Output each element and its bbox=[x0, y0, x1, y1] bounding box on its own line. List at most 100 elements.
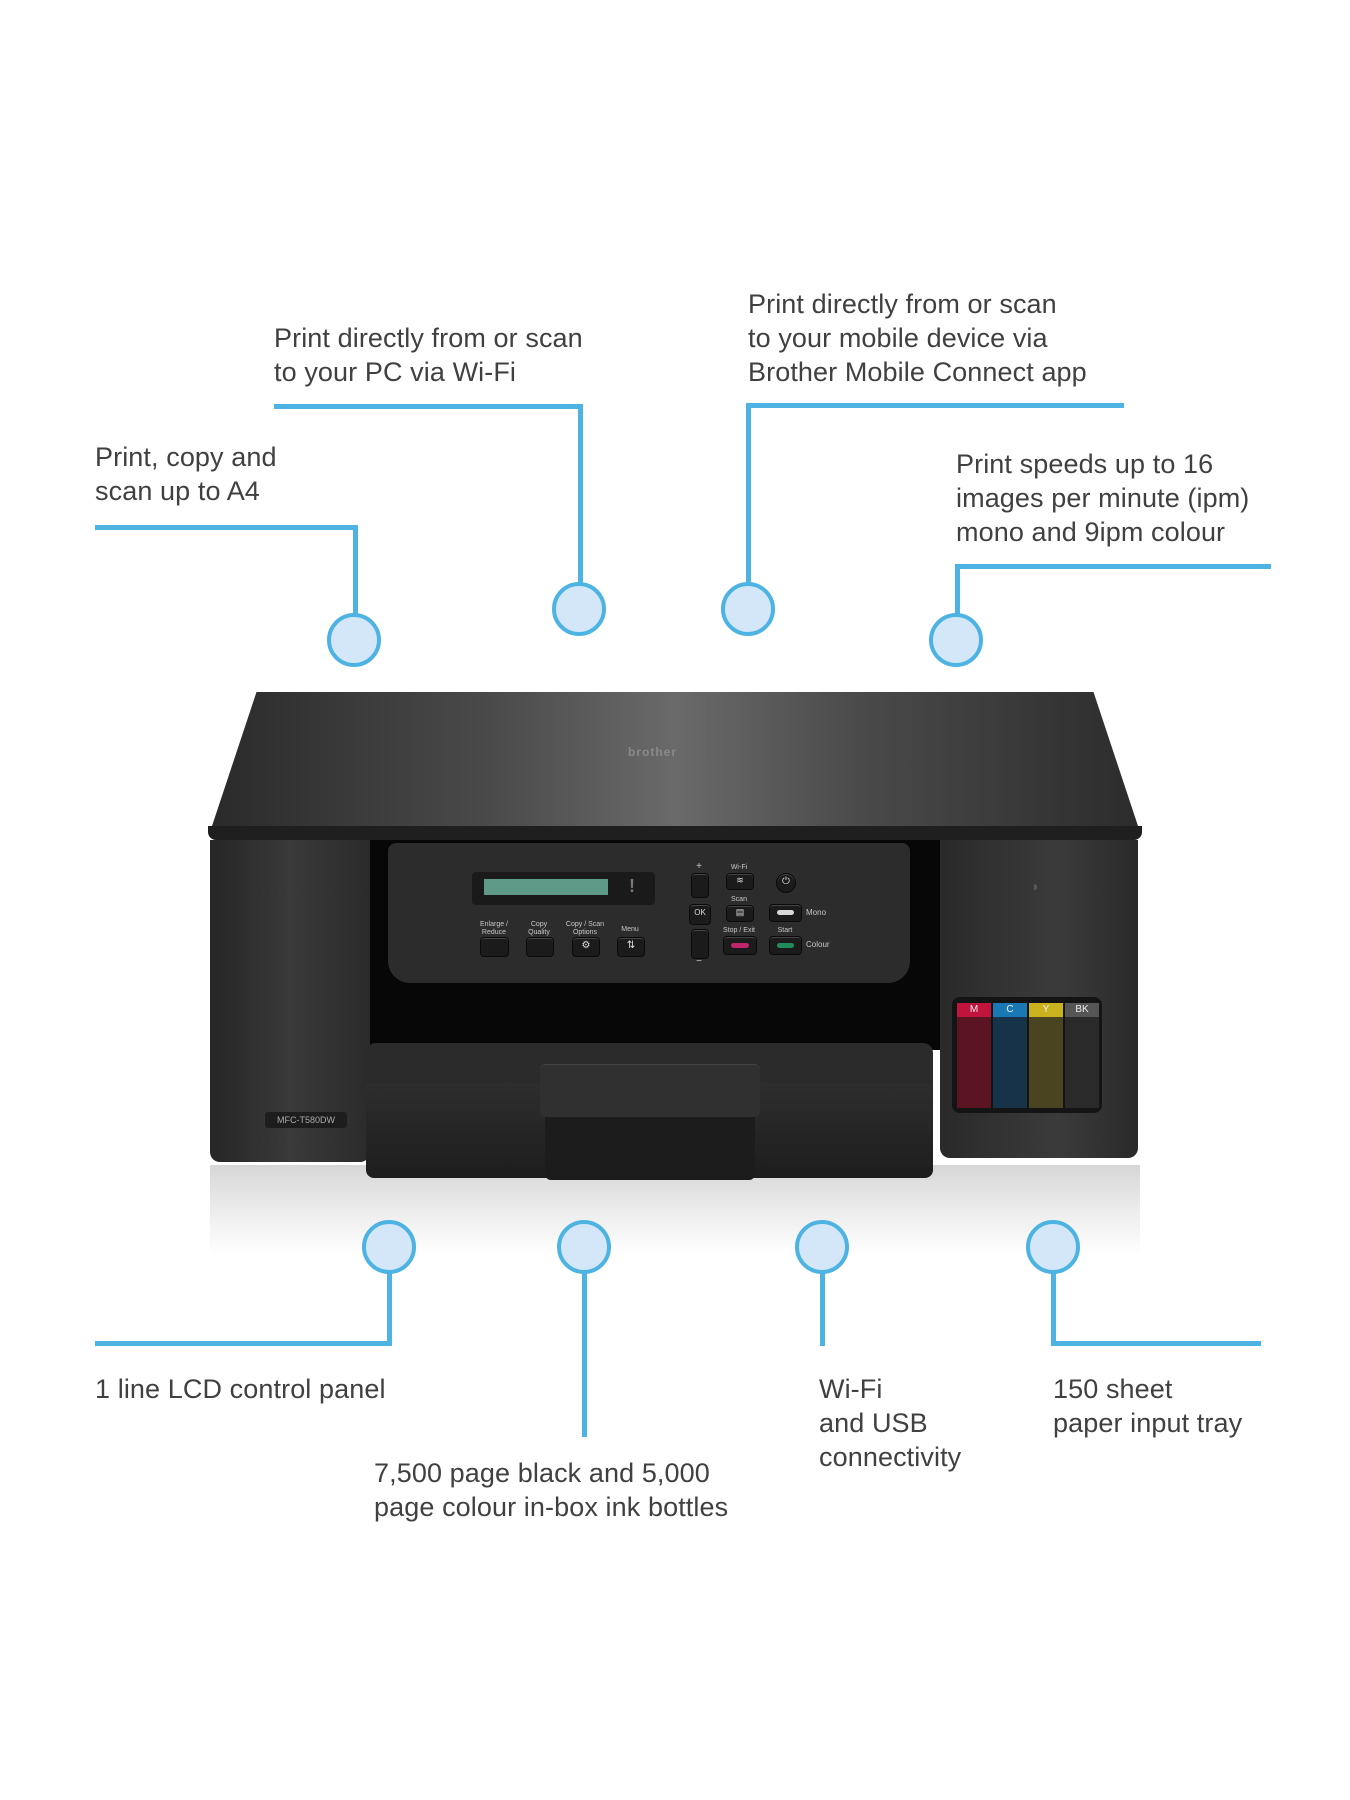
callout-ink: 7,500 page black and 5,000 page colour i… bbox=[374, 1456, 728, 1524]
callout-line: Wi-Fi bbox=[819, 1374, 883, 1404]
callout-line: 1 line LCD control panel bbox=[95, 1374, 386, 1404]
ink-drop-icon: ◑ bbox=[1030, 878, 1039, 894]
lcd-screen bbox=[484, 879, 608, 895]
stop-exit-button[interactable] bbox=[723, 936, 757, 955]
stop-led bbox=[731, 943, 749, 948]
warning-icon: ! bbox=[629, 876, 635, 896]
callout-a4: Print, copy and scan up to A4 bbox=[95, 440, 277, 508]
ink-label: M bbox=[957, 1003, 991, 1017]
connector-line bbox=[95, 525, 358, 530]
callout-dot bbox=[552, 582, 606, 636]
power-icon: ⏻ bbox=[782, 876, 790, 887]
callout-line: Print speeds up to 16 bbox=[956, 449, 1214, 479]
callout-line: images per minute (ipm) bbox=[956, 483, 1250, 513]
callout-mobile: Print directly from or scan to your mobi… bbox=[748, 287, 1087, 389]
stop-exit-label: Stop / Exit bbox=[723, 927, 755, 934]
connector-line bbox=[746, 403, 1124, 408]
connector-line bbox=[582, 1272, 587, 1437]
scan-button[interactable]: ▤ bbox=[726, 905, 754, 922]
ink-tank-cyan: C bbox=[993, 1003, 1027, 1108]
callout-dot bbox=[795, 1220, 849, 1274]
callout-line: to your mobile device via bbox=[748, 323, 1048, 353]
mono-start-button[interactable] bbox=[769, 904, 802, 922]
connector-line bbox=[1051, 1341, 1261, 1346]
ink-tank-magenta: M bbox=[957, 1003, 991, 1108]
printer-left-body bbox=[210, 840, 370, 1162]
callout-tray: 150 sheet paper input tray bbox=[1053, 1372, 1242, 1440]
copy-quality-button[interactable] bbox=[526, 937, 554, 957]
ink-tank-yellow: Y bbox=[1029, 1003, 1063, 1108]
callout-line: to your PC via Wi-Fi bbox=[274, 357, 517, 387]
connector-line bbox=[578, 404, 583, 584]
connector-line bbox=[353, 525, 358, 615]
minus-label: − bbox=[696, 956, 702, 967]
callout-dot bbox=[721, 582, 775, 636]
menu-label: Menu bbox=[621, 926, 639, 933]
colour-led bbox=[777, 943, 794, 948]
wifi-label: Wi-Fi bbox=[730, 864, 748, 871]
ok-button[interactable]: OK bbox=[689, 904, 711, 925]
scanner-icon: ▤ bbox=[735, 907, 745, 917]
mono-label: Mono bbox=[806, 908, 827, 917]
wifi-button[interactable]: ≋ bbox=[726, 873, 754, 890]
callout-lcd: 1 line LCD control panel bbox=[95, 1372, 386, 1406]
ink-tank-black: BK bbox=[1065, 1003, 1099, 1108]
ink-label: BK bbox=[1065, 1003, 1099, 1017]
enlarge-reduce-label: Enlarge / Reduce bbox=[479, 921, 509, 936]
callout-line: Print directly from or scan bbox=[274, 323, 583, 353]
enlarge-reduce-button[interactable] bbox=[480, 937, 509, 957]
connector-line bbox=[387, 1272, 392, 1346]
ink-label: C bbox=[993, 1003, 1027, 1017]
callout-line: and USB bbox=[819, 1408, 928, 1438]
callout-line: mono and 9ipm colour bbox=[956, 517, 1226, 547]
paper-tray-handle[interactable] bbox=[540, 1064, 760, 1117]
copy-scan-options-button[interactable]: ⚙ bbox=[572, 937, 600, 957]
scanner-lid[interactable] bbox=[210, 692, 1140, 832]
lid-edge bbox=[208, 826, 1142, 840]
paper-tray-tab bbox=[545, 1116, 755, 1180]
scan-label: Scan bbox=[731, 896, 747, 903]
callout-dot bbox=[362, 1220, 416, 1274]
colour-label: Colour bbox=[806, 940, 830, 949]
connector-line bbox=[820, 1272, 825, 1346]
up-button[interactable] bbox=[691, 873, 709, 898]
callout-dot bbox=[327, 613, 381, 667]
callout-line: paper input tray bbox=[1053, 1408, 1243, 1438]
ok-label: OK bbox=[694, 908, 706, 917]
callout-dot bbox=[557, 1220, 611, 1274]
gear-icon: ⚙ bbox=[581, 940, 591, 951]
callout-dot bbox=[1026, 1220, 1080, 1274]
connector-line bbox=[95, 1341, 392, 1346]
callout-line: 150 sheet bbox=[1053, 1374, 1173, 1404]
connector-line bbox=[274, 404, 583, 409]
model-label: MFC-T580DW bbox=[265, 1112, 347, 1128]
mono-led bbox=[777, 910, 794, 915]
connector-line bbox=[955, 564, 960, 616]
power-button[interactable]: ⏻ bbox=[776, 873, 796, 893]
callout-dot bbox=[929, 613, 983, 667]
callout-pc-wifi: Print directly from or scan to your PC v… bbox=[274, 321, 583, 389]
callout-speed: Print speeds up to 16 images per minute … bbox=[956, 447, 1249, 549]
tools-icon: ⇅ bbox=[626, 940, 636, 951]
connector-line bbox=[955, 564, 1271, 569]
callout-line: Print directly from or scan bbox=[748, 289, 1057, 319]
brand-logo: brother bbox=[628, 745, 677, 759]
callout-line: connectivity bbox=[819, 1442, 962, 1472]
down-button[interactable] bbox=[691, 929, 709, 959]
callout-line: page colour in-box ink bottles bbox=[374, 1492, 729, 1522]
callout-line: 7,500 page black and 5,000 bbox=[374, 1458, 710, 1488]
copy-scan-options-label: Copy / Scan Options bbox=[565, 921, 605, 936]
callout-line: Brother Mobile Connect app bbox=[748, 357, 1087, 387]
plus-label: + bbox=[696, 861, 702, 872]
connector-line bbox=[746, 403, 751, 583]
wifi-icon: ≋ bbox=[736, 875, 744, 885]
start-label: Start bbox=[777, 927, 793, 934]
callout-line: Print, copy and bbox=[95, 442, 277, 472]
copy-quality-label: Copy Quality bbox=[528, 921, 550, 936]
control-panel bbox=[388, 843, 910, 983]
ink-label: Y bbox=[1029, 1003, 1063, 1017]
connector-line bbox=[1051, 1272, 1056, 1346]
menu-button[interactable]: ⇅ bbox=[617, 937, 645, 957]
colour-start-button[interactable] bbox=[769, 936, 802, 955]
callout-connectivity: Wi-Fi and USB connectivity bbox=[819, 1372, 961, 1474]
